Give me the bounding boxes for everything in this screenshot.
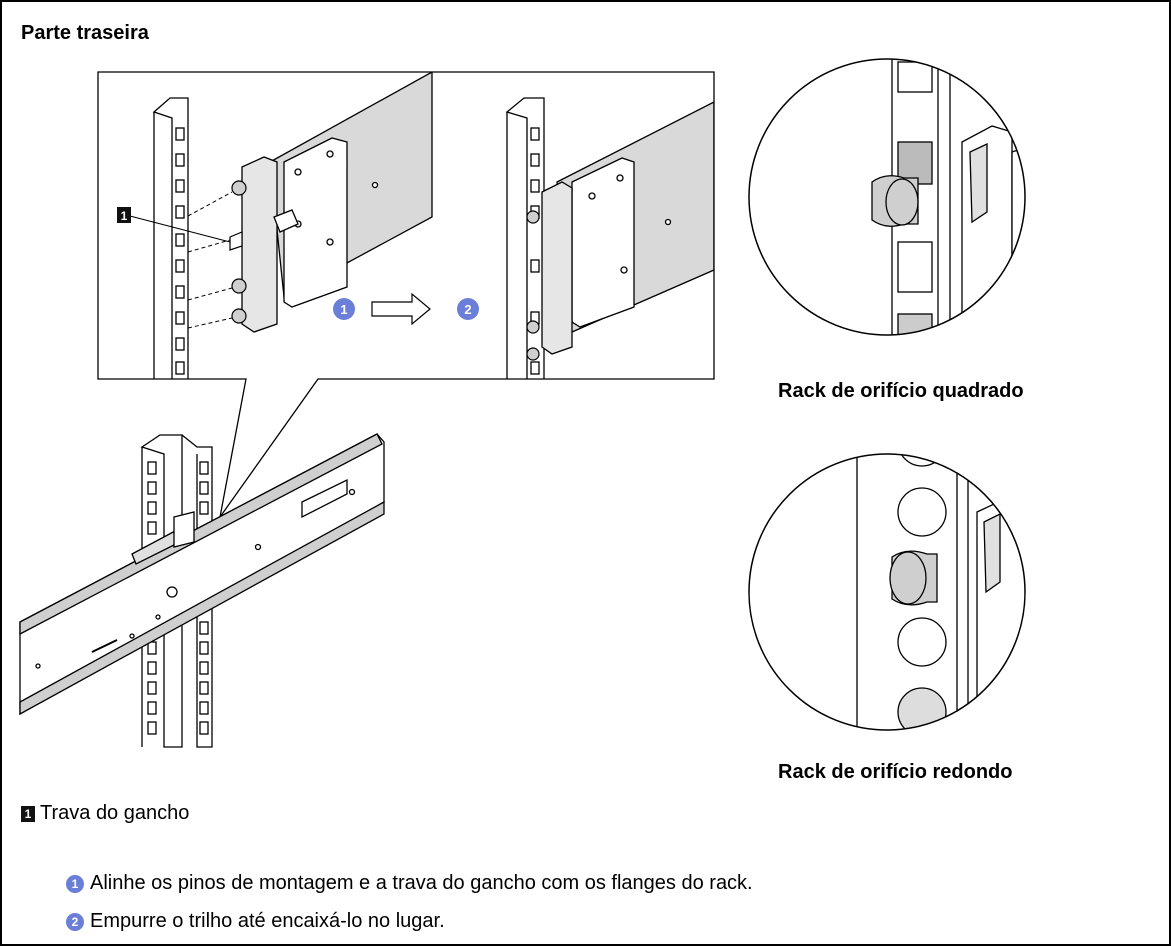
legend-item: 1 Trava do gancho xyxy=(21,802,189,825)
rail-left xyxy=(241,72,433,333)
step-2-number: 2 xyxy=(66,912,84,931)
hook-latch xyxy=(229,231,243,251)
step-marker-1-label: 1 xyxy=(340,302,347,317)
square-hole-detail xyxy=(748,58,1026,336)
round-hole-detail xyxy=(748,453,1026,731)
caption-square-hole-rack: Rack de orifício quadrado xyxy=(778,380,1024,402)
callout-key-1: 1 xyxy=(117,207,131,223)
right-arrow-outline-icon xyxy=(371,292,431,326)
step-2-text: Empurre o trilho até encaixá-lo no lugar… xyxy=(90,910,445,932)
rack-post-left xyxy=(152,97,189,379)
rack-post-right xyxy=(505,97,545,379)
caption-round-hole-rack: Rack de orifício redondo xyxy=(778,761,1013,783)
page-title: Parte traseira xyxy=(21,22,149,44)
detail-inset-border xyxy=(97,71,715,518)
step-marker-2: 2 xyxy=(457,298,479,320)
alignment-guides xyxy=(187,191,233,329)
rail-right xyxy=(541,101,714,355)
step-marker-1: 1 xyxy=(333,298,355,320)
step-1-text: Alinhe os pinos de montagem e a trava do… xyxy=(90,872,753,894)
legend-key: 1 xyxy=(21,805,35,822)
mounting-pins xyxy=(231,180,247,324)
main-rail-view xyxy=(19,433,385,748)
legend-text: Trava do gancho xyxy=(40,802,190,824)
instruction-step-2: 2 Empurre o trilho até encaixá-lo no lug… xyxy=(66,910,445,933)
detail-inset xyxy=(129,72,714,379)
callout-key-1-label: 1 xyxy=(121,209,128,223)
step-1-number: 1 xyxy=(66,874,84,893)
instruction-step-1: 1 Alinhe os pinos de montagem e a trava … xyxy=(66,872,753,895)
step-marker-2-label: 2 xyxy=(464,302,471,317)
callout-leader-line xyxy=(129,215,231,243)
mounting-pins-installed xyxy=(526,210,540,361)
